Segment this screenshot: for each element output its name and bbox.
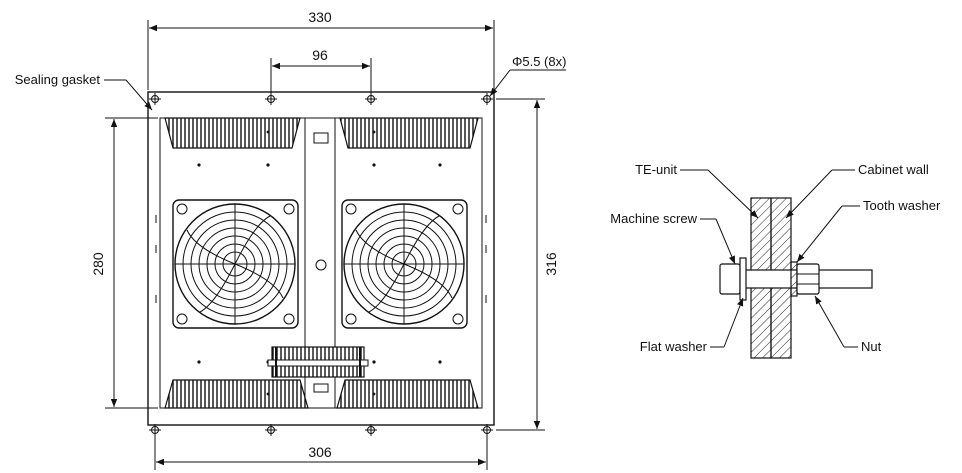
left-fan xyxy=(172,199,299,329)
label-cabinet-wall: Cabinet wall xyxy=(858,162,929,177)
label-machine-screw: Machine screw xyxy=(610,211,697,226)
top-bracket xyxy=(313,132,329,144)
mounting-detail xyxy=(680,169,873,359)
dim-316: 316 xyxy=(543,252,559,276)
tooth-washer-shape xyxy=(790,261,798,297)
label-flat-washer: Flat washer xyxy=(640,339,708,354)
front-view xyxy=(147,91,495,436)
right-fan xyxy=(341,199,468,329)
nut-shape xyxy=(796,263,820,295)
label-tooth-washer: Tooth washer xyxy=(863,198,941,213)
top-left-heatsink xyxy=(164,117,301,149)
bottom-left-heatsink xyxy=(164,379,309,409)
dim-280: 280 xyxy=(90,252,106,276)
dim-330: 330 xyxy=(308,9,332,25)
side-slots xyxy=(155,215,487,303)
top-right-heatsink xyxy=(339,117,479,149)
detail-labels: TE-unit Cabinet wall Machine screw Tooth… xyxy=(610,162,941,354)
label-nut: Nut xyxy=(861,339,882,354)
bottom-right-heatsink xyxy=(336,379,479,409)
dim-306: 306 xyxy=(308,444,332,460)
flat-washer-shape xyxy=(739,257,747,301)
dim-hole-spec: Φ5.5 (8x) xyxy=(512,54,566,69)
bottom-bracket xyxy=(313,383,329,393)
dimension-texts: 330 96 Φ5.5 (8x) 280 316 306 Sealing gas… xyxy=(15,9,567,460)
center-hole xyxy=(315,259,327,271)
unit-body xyxy=(159,117,483,409)
dimension-lines xyxy=(104,20,566,470)
terminal-block xyxy=(267,346,369,378)
label-te-unit: TE-unit xyxy=(635,162,677,177)
dim-96: 96 xyxy=(312,47,328,63)
gasket-outline xyxy=(147,91,495,426)
screw-head xyxy=(719,263,741,295)
label-sealing-gasket: Sealing gasket xyxy=(15,72,101,87)
